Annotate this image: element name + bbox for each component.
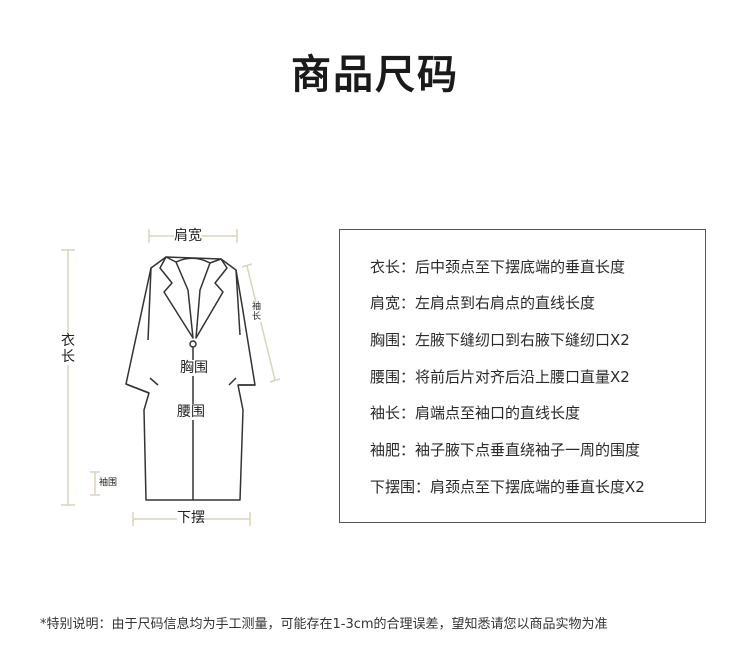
definition-sleeve-width: 袖肥：袖子腋下点垂直绕袖子一周的围度 — [370, 441, 641, 459]
definition-shoulder: 肩宽：左肩点到右肩点的直线长度 — [370, 294, 596, 312]
definition-chest: 胸围：左腋下缝纫口到右腋下缝纫口X2 — [370, 331, 630, 349]
definition-length: 衣长：后中颈点至下摆底端的垂直长度 — [370, 258, 626, 276]
length-label: 衣长 — [60, 333, 76, 365]
definition-waist: 腰围：将前后片对齐后沿上腰口直量X2 — [370, 368, 630, 386]
hem-label: 下摆 — [177, 510, 205, 526]
chest-label: 胸围 — [180, 360, 208, 376]
waist-label: 腰围 — [177, 404, 205, 420]
definition-sleeve-length: 袖长：肩端点至袖口的直线长度 — [370, 404, 581, 422]
size-definitions-box: 衣长：后中颈点至下摆底端的垂直长度 肩宽：左肩点到右肩点的直线长度 胸围：左腋下… — [339, 229, 706, 523]
coat-outline — [125, 256, 256, 501]
cuff-label: 袖围 — [99, 478, 118, 488]
shoulder-label: 肩宽 — [174, 228, 202, 244]
definition-hem: 下摆围：肩颈点至下摆底端的垂直长度X2 — [370, 478, 645, 496]
page-title: 商品尺码 — [291, 52, 459, 98]
disclaimer-note: *特别说明：由于尺码信息均为手工测量，可能存在1-3cm的合理误差，望知悉请您以… — [40, 617, 608, 632]
sleeve-label: 袖长 — [251, 302, 262, 322]
